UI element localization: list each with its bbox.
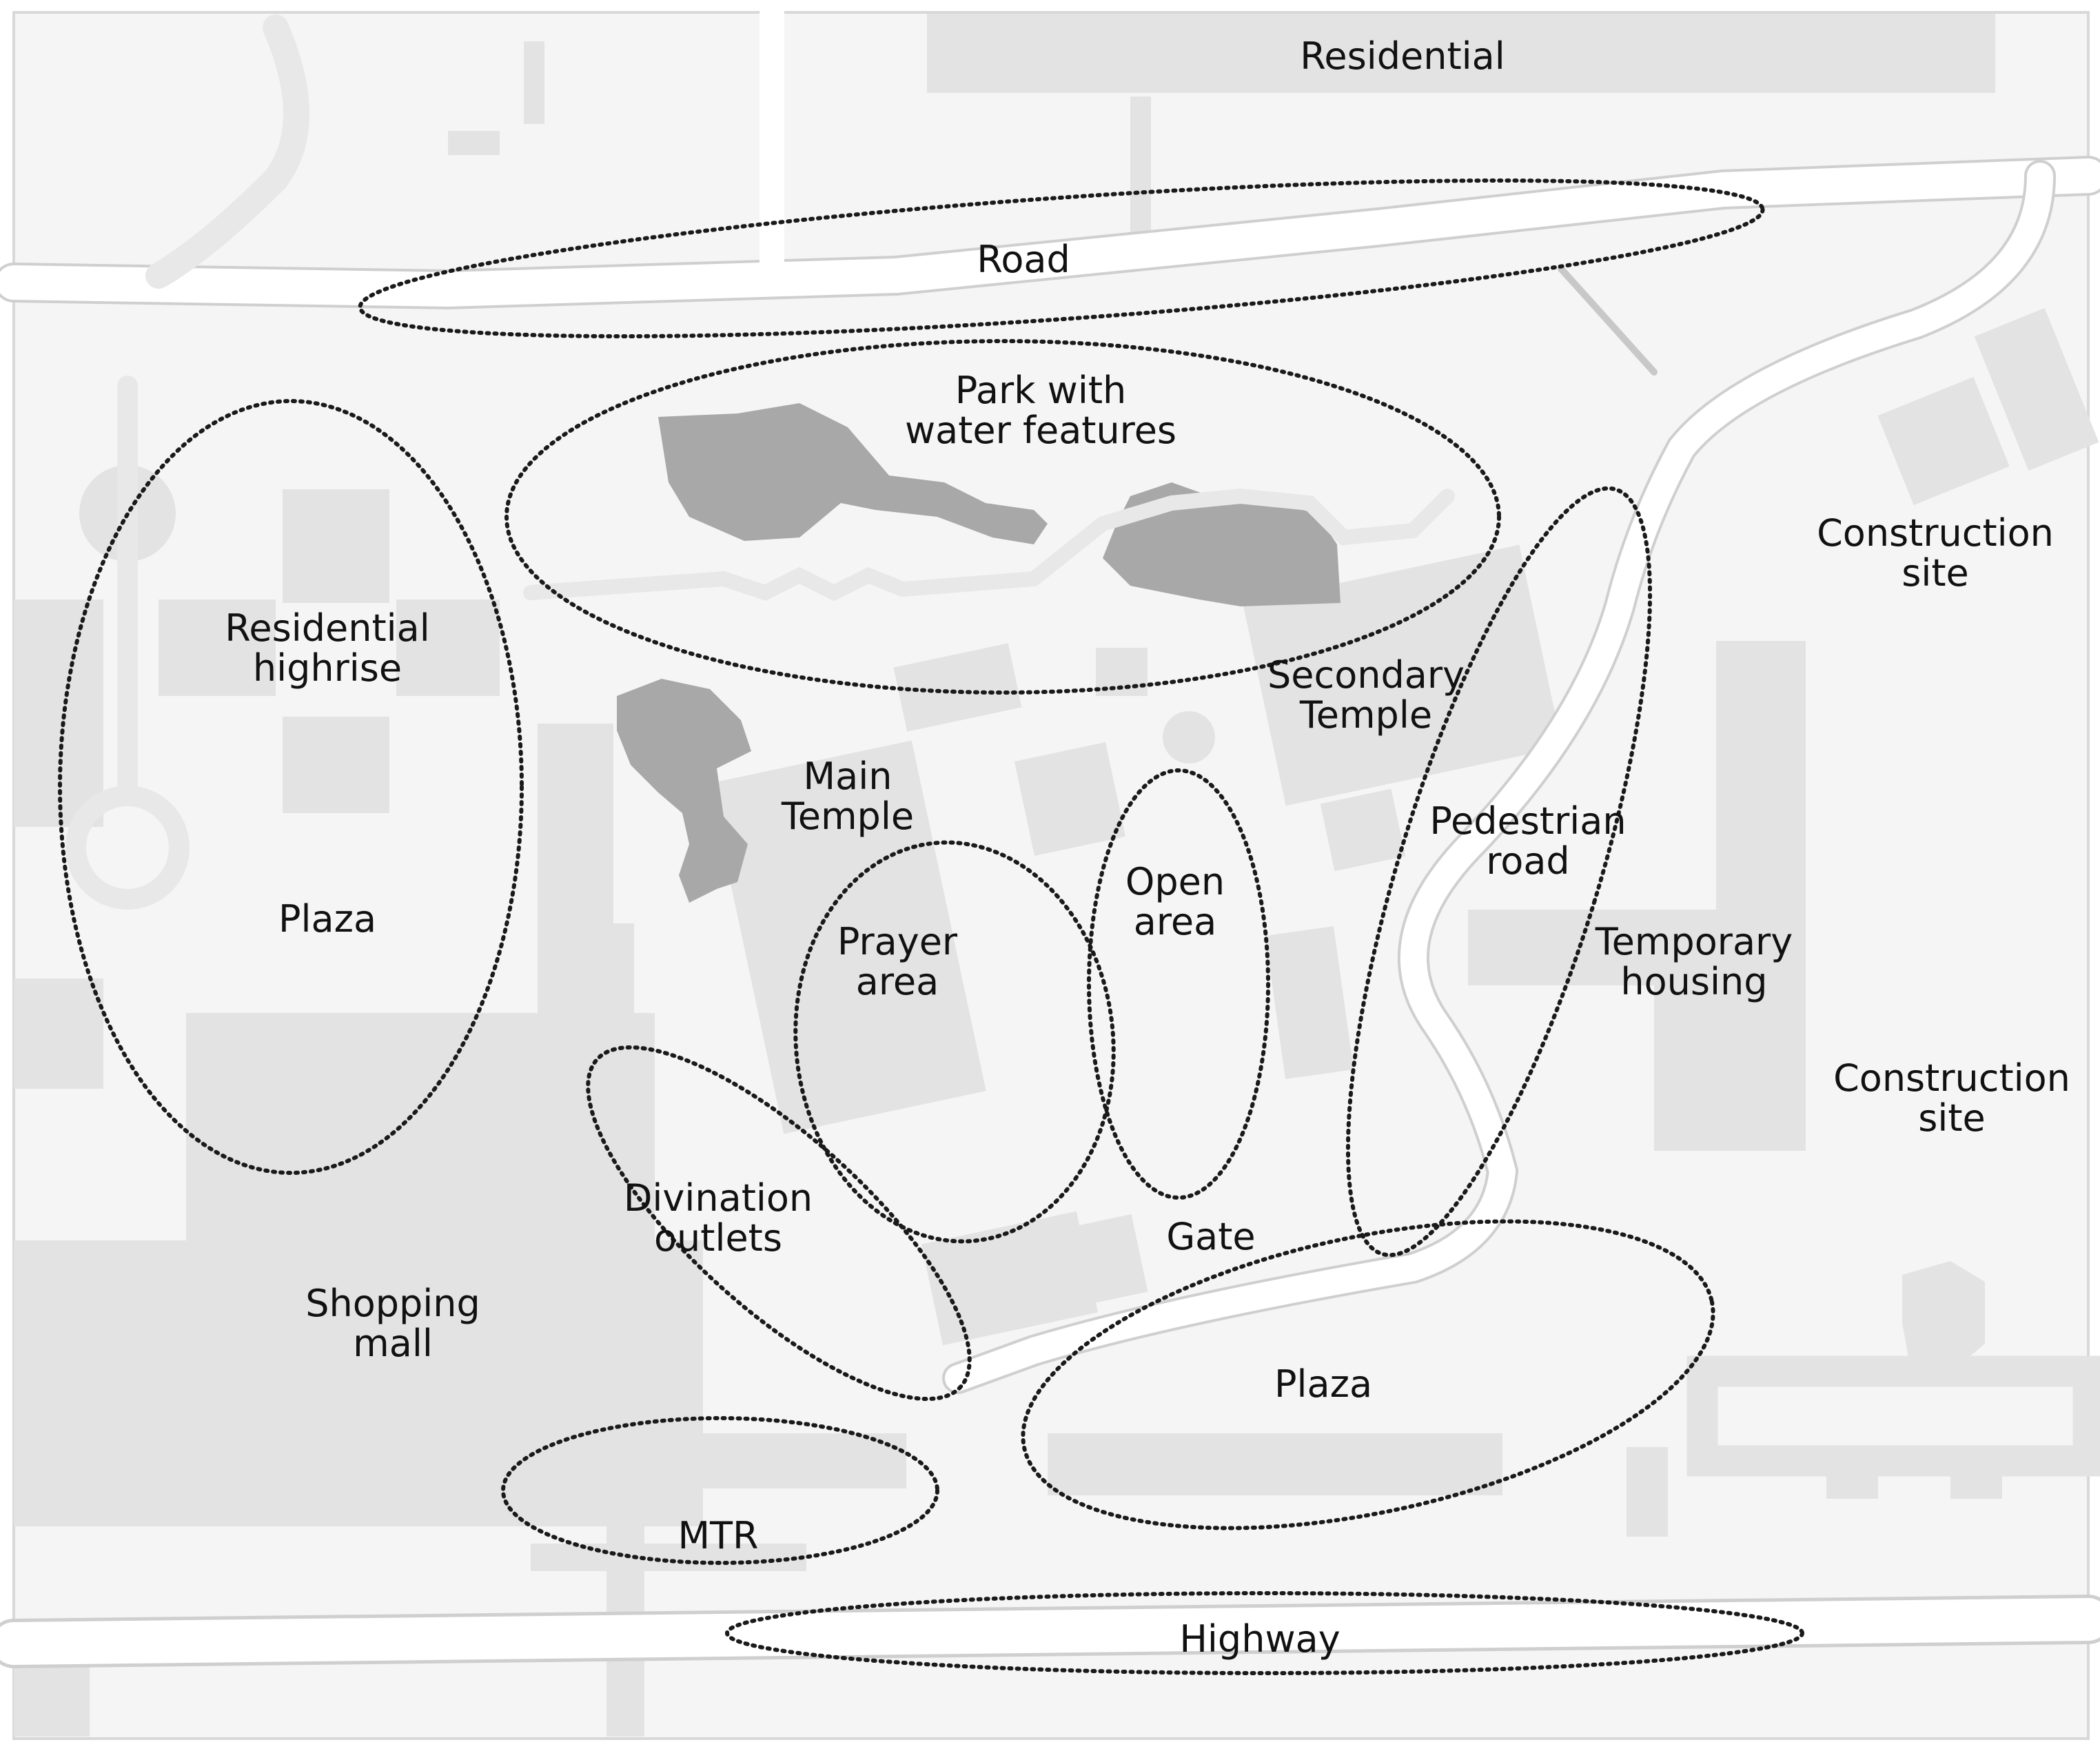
park-pond-west	[658, 403, 1048, 544]
zone-divination-outlets	[586, 1045, 972, 1402]
building-south-west-3	[531, 1544, 806, 1571]
building-hall-1	[893, 643, 1022, 732]
path-park-zigzag	[523, 488, 1455, 602]
label-park-line-1: Park with	[955, 369, 1126, 412]
zone-prayer-area	[793, 840, 1116, 1244]
label-prayer-area-line-1: Prayer	[837, 920, 958, 963]
label-construction-north-line-1: Construction	[1817, 511, 2054, 555]
road-highrise-circle	[65, 786, 190, 910]
building-east-tall	[1716, 641, 1806, 1151]
label-construction-north-line-2: site	[1902, 551, 1969, 595]
building-north-small	[524, 41, 544, 124]
building-mtr-block	[696, 1433, 906, 1488]
label-plaza-south: Plaza	[1274, 1362, 1372, 1406]
zone-plaza-south	[1021, 1219, 1715, 1530]
map-labels: Residential Road Park with water feature…	[225, 34, 2070, 1661]
zone-park	[504, 339, 1501, 695]
label-open-area-line-2: area	[1134, 900, 1216, 943]
roads	[0, 1, 2100, 1668]
zone-open-area	[1087, 768, 1270, 1200]
road-north-fill	[0, 158, 2100, 307]
building-construction-north-2	[1974, 308, 2099, 471]
label-construction-east-line-2: site	[1918, 1096, 1986, 1140]
building-south-east-3	[1826, 1454, 1878, 1499]
building-south-east-1	[1627, 1447, 1668, 1537]
label-main-temple-line-2: Temple	[781, 795, 914, 838]
zone-highway	[725, 1591, 1804, 1675]
buildings	[14, 14, 2100, 1737]
building-construction-north	[1877, 377, 2010, 505]
label-pedestrian-road-line-1: Pedestrian	[1429, 799, 1626, 843]
building-north-small-2	[448, 131, 500, 155]
building-pavilion	[1163, 711, 1215, 764]
label-park-line-2: water features	[905, 409, 1176, 452]
building-gate-block-2	[1070, 1214, 1148, 1305]
label-gate: Gate	[1166, 1215, 1255, 1258]
label-divination-outlets-line-2: outlets	[654, 1216, 782, 1260]
building-highrise-core-1	[283, 489, 389, 603]
label-plaza-west: Plaza	[278, 897, 376, 941]
building-main-temple	[709, 740, 986, 1134]
road-east-curve-fill	[945, 163, 2053, 1391]
zone-mtr	[501, 1416, 939, 1565]
label-construction-east-line-1: Construction	[1833, 1056, 2070, 1100]
road-west-arc	[145, 14, 309, 289]
label-highway: Highway	[1179, 1617, 1340, 1661]
building-temple-west-2	[538, 923, 634, 1047]
label-secondary-temple-line-2: Temple	[1299, 693, 1432, 737]
building-plaza-south	[1048, 1433, 1502, 1495]
building-residential-north	[927, 14, 1995, 93]
building-secondary-temple-annex	[1320, 788, 1406, 872]
label-mtr: MTR	[677, 1514, 758, 1557]
road-highway-fill	[0, 1598, 2100, 1665]
label-prayer-area-line-2: area	[856, 960, 939, 1003]
zone-residential-highrise	[58, 399, 524, 1175]
temple-pool	[617, 679, 751, 903]
path-pedestrian-arrow	[1558, 265, 1658, 376]
building-highrise-wing-east	[396, 600, 500, 696]
label-residential: Residential	[1300, 34, 1505, 78]
building-west-edge	[14, 979, 103, 1089]
building-south-east-2	[1686, 1355, 2100, 1477]
building-temple-west-1	[538, 724, 613, 930]
building-mall-east	[531, 1013, 655, 1468]
zone-outlines	[58, 178, 1804, 1675]
label-temporary-housing-line-1: Temporary	[1595, 920, 1793, 963]
building-highrise-west	[14, 600, 103, 827]
building-highrise-wing-west	[159, 600, 276, 696]
label-pedestrian-road-line-2: road	[1486, 839, 1569, 883]
building-open-area-east	[1265, 926, 1354, 1079]
building-east-octagon	[1902, 1261, 1985, 1361]
building-shopping-mall-north	[186, 1013, 538, 1282]
label-main-temple-line-1: Main	[804, 755, 893, 798]
zone-road	[358, 178, 1765, 338]
building-secondary-temple	[1243, 544, 1562, 806]
building-south-east-4	[1950, 1454, 2002, 1499]
label-road: Road	[977, 238, 1070, 281]
label-residential-highrise-line-2: highrise	[253, 646, 402, 690]
building-gate-block	[921, 1211, 1099, 1346]
building-hall-2	[1014, 741, 1126, 856]
label-temporary-housing-line-2: housing	[1620, 960, 1767, 1003]
label-divination-outlets-line-1: Divination	[624, 1176, 813, 1220]
label-shopping-mall-line-2: mall	[353, 1322, 433, 1365]
label-residential-highrise-line-1: Residential	[225, 606, 429, 650]
building-highrise-core-2	[283, 717, 389, 813]
label-shopping-mall-line-1: Shopping	[305, 1282, 480, 1325]
label-secondary-temple-line-1: Secondary	[1267, 653, 1465, 697]
label-open-area-line-1: Open	[1125, 860, 1225, 903]
zone-pedestrian-road	[1345, 486, 1653, 1258]
